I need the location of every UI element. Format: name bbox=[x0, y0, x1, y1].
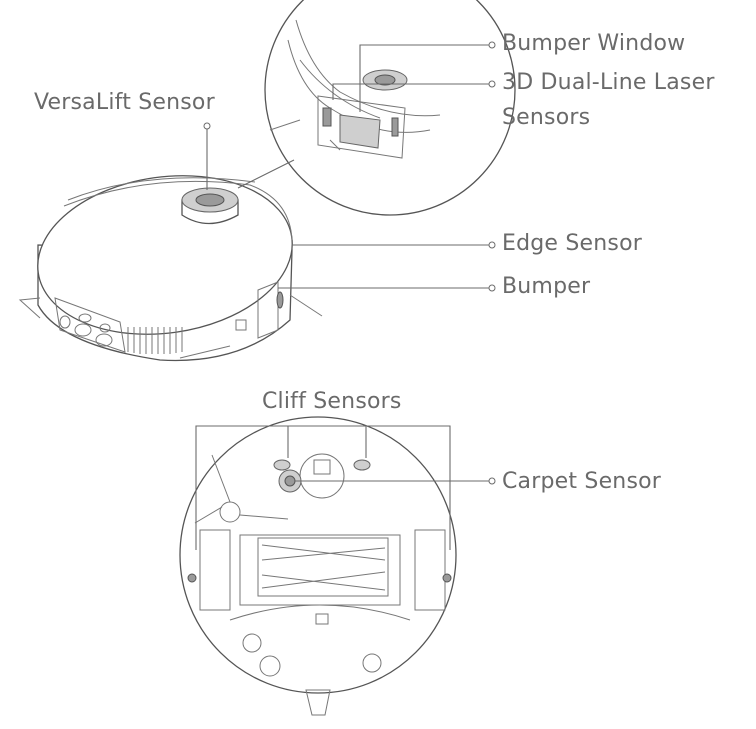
laser-sensors-label-line2: Sensors bbox=[502, 105, 591, 130]
versalift-turret bbox=[181, 187, 239, 225]
bumper-label: Bumper bbox=[502, 274, 591, 299]
bumper-window-label: Bumper Window bbox=[502, 31, 686, 56]
edge-sensor-label: Edge Sensor bbox=[502, 231, 642, 256]
cliff-sensor-right bbox=[353, 459, 371, 471]
robot-top-view bbox=[18, 175, 323, 362]
carpet-sensor-label: Carpet Sensor bbox=[502, 469, 662, 494]
leader-lines-top bbox=[203, 41, 496, 292]
side-brush bbox=[194, 454, 289, 524]
cliff-sensor-left bbox=[273, 459, 291, 471]
laser-sensors-label-line1: 3D Dual-Line Laser bbox=[502, 70, 715, 95]
versalift-sensor-label: VersaLift Sensor bbox=[34, 90, 215, 115]
cliff-sensors-label: Cliff Sensors bbox=[262, 389, 402, 414]
vent-grille bbox=[127, 327, 183, 354]
leader-lines-bottom bbox=[195, 425, 496, 550]
robot-underside-view bbox=[179, 416, 457, 716]
detail-magnifier bbox=[237, 0, 516, 216]
